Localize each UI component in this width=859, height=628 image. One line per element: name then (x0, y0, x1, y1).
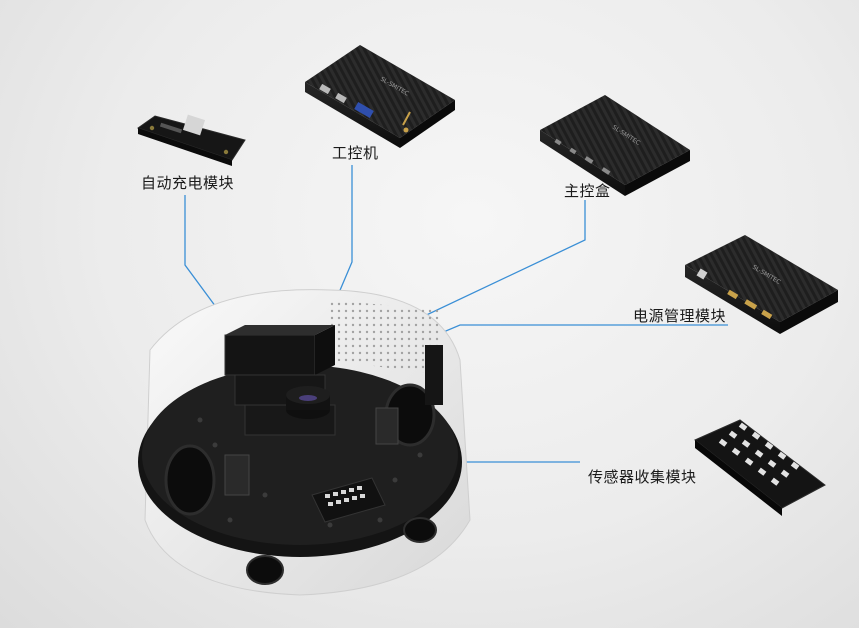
sensor-collection-device (694, 419, 826, 516)
label-auto-charging-module: 自动充电模块 (141, 174, 235, 192)
stacked-modules (224, 325, 336, 436)
main-control-box-device: SL-SMITEC (540, 95, 690, 196)
robot-chassis (138, 289, 471, 596)
chassis-sensor-module (311, 477, 386, 523)
label-industrial-pc: 工控机 (332, 144, 379, 162)
power-management-device: SL-SMITEC (685, 235, 838, 334)
label-main-control-box: 主控盒 (564, 182, 611, 200)
label-power-management-module: 电源管理模块 (633, 307, 727, 325)
auto-charging-module-device (136, 114, 246, 166)
lidar (286, 386, 330, 419)
label-sensor-collection-module: 传感器收集模块 (588, 468, 697, 486)
industrial-pc-device: SL-SMITEC (305, 45, 455, 148)
